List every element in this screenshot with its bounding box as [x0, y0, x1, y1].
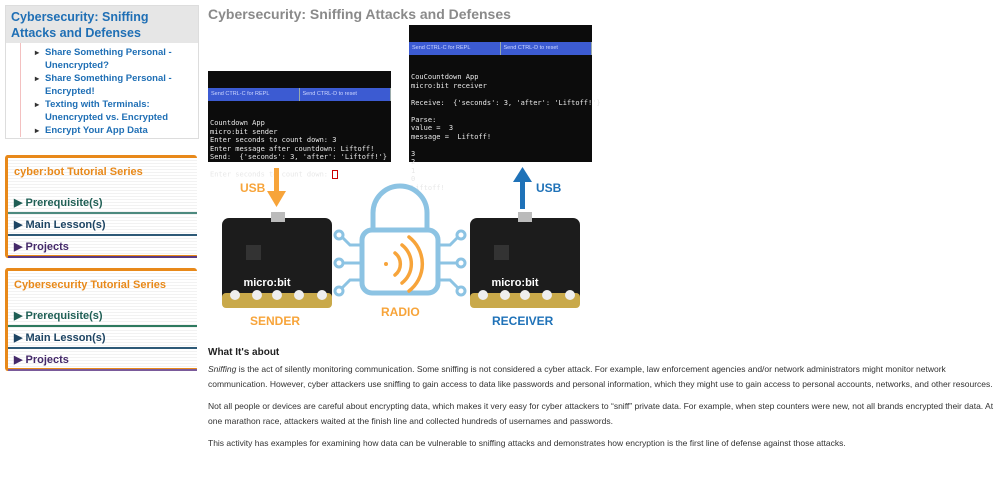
label: Main Lesson(s) [25, 332, 106, 344]
paragraph: This activity has examples for examining… [208, 438, 846, 448]
receiver-microbit-image: micro:bit [470, 212, 580, 308]
reset-button: Send CTRL-D to reset [300, 88, 391, 101]
text: is the act of silently monitoring commun… [208, 364, 993, 389]
lesson-toc: Cybersecurity: Sniffing Attacks and Defe… [5, 5, 199, 139]
toc-item[interactable]: Share Something Personal - Unencrypted? [35, 46, 198, 72]
prerequisites-toggle[interactable]: ▶ Prerequisite(s) [8, 305, 197, 327]
sender-label: SENDER [250, 314, 301, 328]
prerequisites-toggle[interactable]: ▶ Prerequisite(s) [8, 192, 197, 214]
label: Projects [25, 354, 69, 366]
terminal-output: CouCountdown App micro:bit receiver Rece… [411, 73, 601, 192]
toc-item[interactable]: Share Something Personal - Encrypted! [35, 72, 198, 98]
repl-button: Send CTRL-C for REPL [409, 42, 501, 55]
paragraph: Not all people or devices are careful ab… [208, 401, 994, 426]
usb-label-receiver: USB [536, 181, 562, 195]
svg-text:micro:bit: micro:bit [491, 277, 538, 289]
projects-toggle[interactable]: ▶ Projects [8, 349, 197, 371]
sender-microbit-image: micro:bit [222, 212, 332, 308]
main-lessons-toggle[interactable]: ▶ Main Lesson(s) [8, 327, 197, 349]
label: Projects [25, 241, 69, 253]
series-title: Cybersecurity Tutorial Series [14, 279, 167, 291]
usb-down-arrow-icon [267, 168, 286, 207]
series-title: cyber:bot Tutorial Series [14, 166, 143, 178]
page-title: Cybersecurity: Sniffing Attacks and Defe… [208, 6, 511, 22]
emphasis: Sniffing [208, 364, 237, 374]
main-lessons-toggle[interactable]: ▶ Main Lesson(s) [8, 214, 197, 236]
label: Prerequisite(s) [25, 197, 103, 209]
usb-label-sender: USB [240, 181, 266, 195]
lock-icon [333, 183, 467, 297]
repl-button: Send CTRL-C for REPL [208, 88, 300, 101]
radio-label: RADIO [381, 305, 420, 319]
terminal-output: Countdown App micro:bit sender Enter sec… [210, 119, 388, 179]
svg-text:micro:bit: micro:bit [243, 277, 290, 289]
toc-title[interactable]: Cybersecurity: Sniffing Attacks and Defe… [6, 6, 198, 43]
paragraph: Sniffing is the act of silently monitori… [208, 362, 998, 392]
cyberbot-series-panel: cyber:bot Tutorial Series ▶ Prerequisite… [5, 155, 197, 258]
label: Prerequisite(s) [25, 310, 103, 322]
receiver-label: RECEIVER [492, 314, 554, 328]
toc-item[interactable]: Encrypt Your App Data [35, 124, 198, 137]
section-heading: What It's about [208, 347, 280, 358]
cursor [332, 170, 339, 179]
reset-button: Send CTRL-D to reset [501, 42, 592, 55]
toc-item[interactable]: Texting with Terminals: Unencrypted vs. … [35, 98, 198, 124]
label: Main Lesson(s) [25, 219, 106, 231]
radio-waves-icon [384, 235, 425, 293]
radio-diagram: micro:bit micro:bit [222, 167, 580, 308]
projects-toggle[interactable]: ▶ Projects [8, 236, 197, 258]
cybersecurity-series-panel: Cybersecurity Tutorial Series ▶ Prerequi… [5, 268, 197, 371]
usb-up-arrow-icon [513, 167, 532, 209]
